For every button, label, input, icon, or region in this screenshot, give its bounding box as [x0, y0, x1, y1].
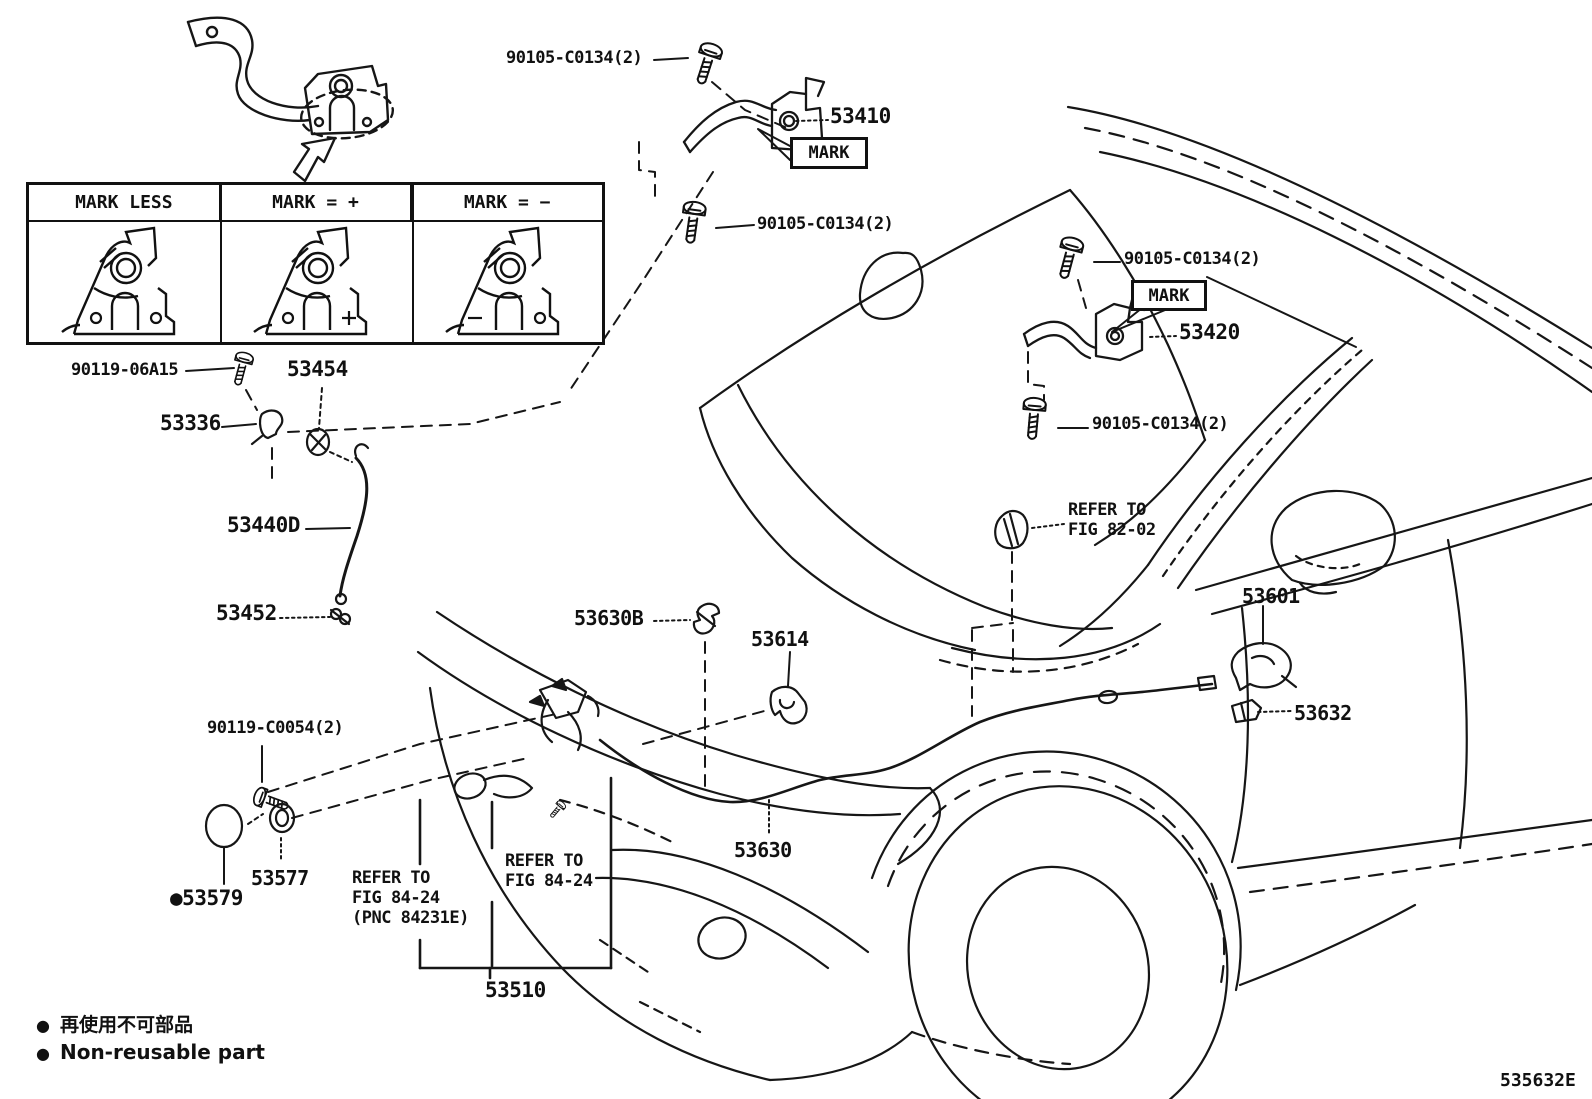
cable-53630-drawing — [598, 674, 1218, 804]
pad-53579-drawing — [204, 803, 244, 849]
hood-panel — [698, 188, 1207, 652]
side-mirror — [1270, 489, 1396, 595]
part-label-90105-c0134-rh-bot: 90105-C0134(2) — [1092, 414, 1229, 434]
part-label-90105-c0134-rh-top: 90105-C0134(2) — [1124, 249, 1261, 269]
part-label-53420: 53420 — [1179, 320, 1240, 344]
clip-53632-drawing — [1230, 698, 1263, 724]
front-wheel — [870, 750, 1417, 1099]
clip-53336-drawing — [250, 409, 284, 446]
legend-row-en: ● Non-reusable part — [36, 1040, 265, 1064]
highlight-ellipse — [299, 88, 395, 140]
part-label-53630: 53630 — [734, 838, 792, 862]
car-body-outline — [416, 105, 1592, 1099]
part-label-53630b: 53630B — [574, 606, 644, 630]
leader-lines — [185, 57, 1357, 980]
support-rod-53440d-drawing — [334, 443, 370, 606]
non-reusable-bullet-icon: ● — [36, 1044, 50, 1063]
table-divider — [220, 185, 222, 342]
clamp-53614-drawing — [769, 685, 808, 725]
mark-callout-rh: MARK — [790, 137, 868, 169]
part-label-90105-c0134-top: 90105-C0134(2) — [506, 48, 643, 68]
non-reusable-bullet-icon: ● — [170, 886, 183, 910]
part-label-90119-06a15: 90119-06A15 — [71, 360, 179, 380]
clip-53452-drawing — [329, 607, 352, 626]
clip-53630b-drawing — [692, 602, 721, 635]
hood-lock-53510-drawing — [528, 677, 600, 752]
part-label-53632: 53632 — [1294, 701, 1352, 725]
hinge-detail-drawing — [186, 16, 395, 183]
part-label-53440d: 53440D — [227, 513, 300, 537]
part-label-53454: 53454 — [287, 357, 348, 381]
arrow-up-icon — [292, 136, 337, 183]
legend-row-jp: ● 再使用不可部品 — [36, 1010, 193, 1037]
grommet-53454-drawing — [305, 427, 331, 457]
non-reusable-bullet-icon: ● — [36, 1016, 50, 1035]
table-header-mark-less: MARK LESS — [29, 185, 221, 220]
part-label-53577: 53577 — [251, 866, 309, 890]
part-label-53614: 53614 — [751, 627, 809, 651]
mark-callout-lh: MARK — [1131, 280, 1207, 311]
hood-hinge-rh-drawing — [677, 39, 826, 246]
part-label-53510: 53510 — [485, 978, 546, 1002]
table-header-mark-minus: MARK = − — [463, 192, 551, 213]
part-label-53601: 53601 — [1242, 584, 1300, 608]
table-divider — [412, 185, 414, 342]
part-label-53336: 53336 — [160, 411, 221, 435]
grommet-8202-drawing — [994, 509, 1029, 550]
release-lever-53601-drawing — [1230, 642, 1298, 692]
legend-jp-text: 再使用不可部品 — [59, 1014, 193, 1036]
part-label-90105-c0134-mid: 90105-C0134(2) — [757, 214, 894, 234]
part-label-53410: 53410 — [830, 104, 891, 128]
part-label-53579: ●53579 — [170, 886, 243, 910]
hood-hinge-lh-drawing — [1019, 234, 1152, 441]
table-cell-drawings — [60, 226, 560, 336]
table-header-mark-plus: MARK = + — [221, 185, 413, 220]
figure-code: 535632E — [1500, 1070, 1576, 1091]
mark-variant-table: MARK LESS MARK = + MARK = − — [26, 182, 605, 345]
release-handle-drawing — [453, 772, 568, 821]
part-label-90119-c0054: 90119-C0054(2) — [207, 718, 344, 738]
legend-en-text: Non-reusable part — [59, 1040, 265, 1064]
lock-assy-bracket — [418, 776, 613, 980]
part-label-53452: 53452 — [216, 601, 277, 625]
